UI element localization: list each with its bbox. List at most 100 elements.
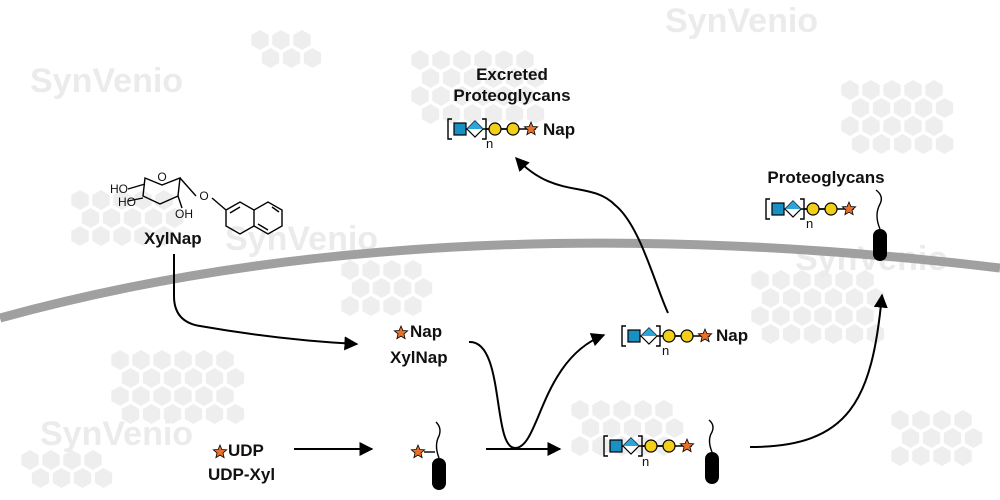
hexagon-shape	[81, 208, 100, 228]
hexagon-shape	[644, 418, 663, 438]
hexagon-shape	[362, 296, 380, 316]
galactose-circle-icon	[662, 439, 676, 453]
hexagon-shape	[393, 278, 412, 298]
hexagon-shape	[134, 226, 152, 246]
excreted-label-line1: Excreted	[476, 65, 548, 84]
ring-oxygen: O	[157, 170, 166, 184]
hexagon-shape	[845, 288, 864, 308]
hexagon-shape	[184, 404, 203, 424]
nap-label: Nap	[716, 326, 748, 345]
xylose-star-icon	[212, 443, 228, 459]
hexagon-shape	[912, 410, 930, 430]
hexagon-shape	[404, 296, 422, 316]
galactose-circle-icon	[824, 202, 838, 216]
hexagon-shape	[793, 306, 811, 326]
glcnac-square-icon	[609, 439, 623, 453]
hexagon-shape	[226, 404, 245, 424]
protein-linker	[708, 419, 714, 453]
nap-label: Nap	[543, 120, 575, 139]
xylnap-outside-label: XylNap	[144, 229, 202, 248]
galactose-circle-icon	[680, 329, 694, 343]
core-protein-icon	[432, 458, 446, 490]
hexagon-shape	[922, 428, 941, 448]
hexagon-shape	[174, 350, 192, 370]
hexagon-shape	[153, 350, 171, 370]
hexagon-shape	[933, 446, 951, 466]
hexagon-shape	[901, 428, 920, 448]
cell-membrane	[0, 238, 1000, 323]
hexagon-shape	[814, 270, 832, 290]
core-protein-icon	[873, 229, 887, 261]
hexagon-shape	[121, 368, 140, 388]
hexagon-shape	[866, 324, 885, 344]
hexagon-shape	[113, 226, 131, 246]
surface-glycan-chain: n	[765, 198, 857, 231]
hexagon-shape	[484, 104, 503, 124]
hexagon-shape	[872, 98, 891, 118]
xylose-star-icon	[393, 324, 409, 340]
core-protein-icon	[705, 452, 719, 484]
primed-chain-arrow	[468, 333, 606, 450]
glca-diamond-icon	[623, 438, 639, 446]
arrows	[173, 156, 888, 456]
hexagon-shape	[954, 446, 972, 466]
repeat-bracket-open	[621, 325, 626, 347]
repeat-subscript: n	[486, 136, 493, 151]
hexagon-shape	[623, 418, 642, 438]
hexagon-shape	[341, 260, 359, 280]
hexagon-shape	[52, 468, 71, 488]
hexagon-shape	[634, 400, 652, 420]
hexagon-shape	[474, 86, 492, 106]
hexagon-shape	[793, 270, 811, 290]
hexagon-shape	[421, 68, 440, 88]
hexagon-shape	[824, 288, 843, 308]
hexagon-shape	[84, 450, 102, 470]
hexagon-shape	[251, 30, 269, 50]
hexagon-shape	[174, 386, 192, 406]
hexagon-shape	[803, 324, 822, 344]
hexagon-shape	[31, 468, 50, 488]
secretion-arrow	[749, 293, 888, 448]
galactose-circle-icon	[506, 122, 520, 136]
hexagon-shape	[21, 450, 39, 470]
hexagon-shape	[414, 278, 433, 298]
hexagon-shape	[841, 116, 859, 136]
golgi-glycan-chain: n	[603, 435, 695, 469]
hexagon-shape	[914, 134, 933, 154]
hexagon-shape	[824, 324, 843, 344]
hexagon-shape	[282, 48, 301, 68]
hydroxyl-label: HO	[118, 195, 136, 209]
hexagon-shape	[761, 324, 780, 344]
ether-oxygen: O	[199, 189, 208, 203]
repeat-bracket-open	[765, 198, 770, 220]
labels: Excreted Proteoglycans Proteoglycans Xyl…	[144, 65, 885, 484]
hexagon-shape	[883, 116, 901, 136]
hexagon-shape	[442, 104, 461, 124]
hexagon-shape	[893, 134, 912, 154]
hexagon-shape	[163, 368, 182, 388]
hexagon-shape	[803, 288, 822, 308]
excreted-label-line2: Proteoglycans	[453, 86, 570, 105]
hexagon-shape	[453, 50, 471, 70]
hexagon-shape	[782, 324, 801, 344]
hexagon-shape	[954, 410, 972, 430]
hexagon-shape	[163, 404, 182, 424]
glca-diamond-icon	[641, 328, 657, 336]
xylose-star-icon	[841, 200, 857, 216]
udp-xyl-label: UDP-Xyl	[208, 465, 275, 484]
repeat-subscript: n	[662, 343, 669, 358]
hexagon-shape	[362, 260, 380, 280]
hexagon-shape	[351, 278, 370, 298]
hexagon-shape	[495, 86, 513, 106]
hexagon-shape	[404, 260, 422, 280]
hexagon-shape	[925, 116, 943, 136]
udp-label: UDP	[228, 441, 264, 460]
hexagon-shape	[226, 368, 245, 388]
hexagon-shape	[142, 404, 161, 424]
nap-label: Nap	[410, 322, 442, 341]
galactose-circle-icon	[662, 329, 676, 343]
hexagon-shape	[883, 80, 901, 100]
watermark: SynVenio	[30, 62, 183, 100]
